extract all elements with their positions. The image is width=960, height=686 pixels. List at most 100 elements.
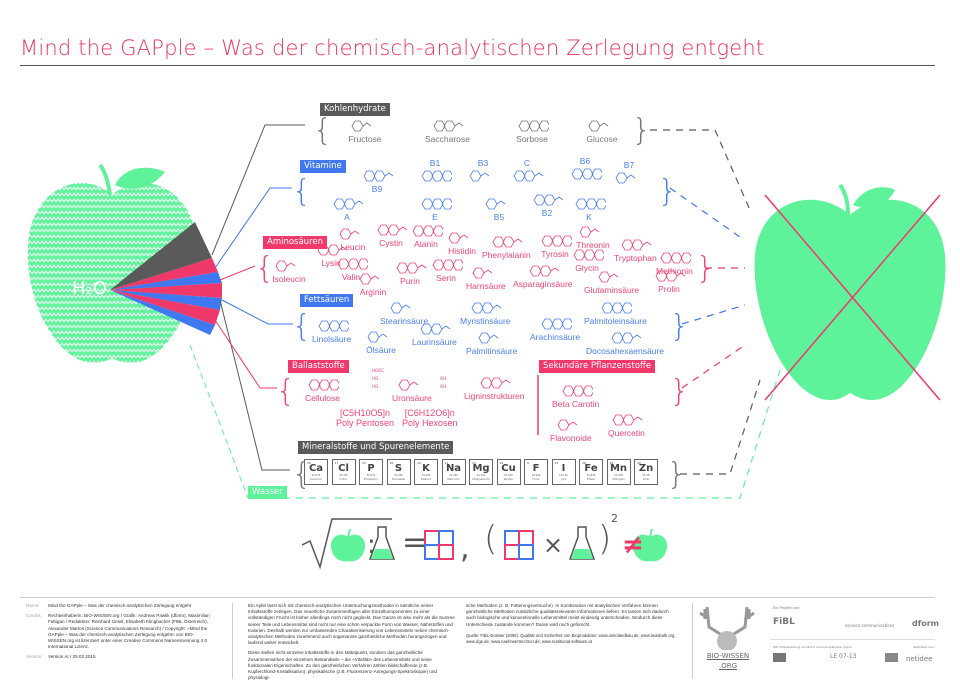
molecule-structure-icon [333,198,364,210]
molecule-structure-icon [611,332,642,344]
fat-arachinsaeure: Arachinsäure [530,316,580,342]
molecule-structure-icon [575,198,606,210]
molecule-structure-icon [612,414,643,426]
molecule-structure-icon [398,379,419,391]
amino-glycin: Glycin [570,247,604,273]
molecule-structure-icon [433,120,464,132]
footer-paragraph: sche Methoden (z. B. Fütterungsversuche)… [466,603,669,627]
molecule-label: Alanin [414,239,438,249]
category-vitamine: Vitamine [300,160,346,173]
molecule-label: Ölsäure [366,345,396,355]
amino-phenylalanin: Phenylalanin [482,234,531,260]
atomic-mass: 63.546 [504,474,513,477]
atomic-number: 16 [389,461,394,465]
bio-wissen-logo[interactable]: BIO-WISSEN .ORG [706,652,750,670]
amino-tryptophan: Tryptophan [614,237,657,263]
amino-alanin: Alanin [409,223,443,249]
molecule-structure-icon [469,170,490,182]
atomic-mass: 54.938 [614,474,623,477]
amino-prolin: Prolin [652,268,686,294]
molecule-structure-icon [421,198,452,210]
footer-source: Quelle: FiBL-Dossier (2006): Qualität un… [466,632,676,645]
fat-oelsaeure: Ölsäure [364,329,398,355]
brace-left: { [292,174,312,209]
molecule-label: Flavonoide [550,433,592,443]
open-paren: ( [484,519,498,559]
element-name: Zink [642,477,650,481]
molecule-label: K [586,212,592,222]
fiber-cellulose: Cellulose [305,377,340,403]
molecule-label: Histidin [448,246,476,256]
colon-sign: : [367,530,376,560]
molecule-structure-icon [562,385,593,397]
vitamin-b5: B5 [482,196,516,222]
molecule-structure-icon [485,198,506,210]
element-name: Kupfer [503,477,514,481]
fiber-uronsaeure: Uronsäure [392,377,432,403]
cross-icon [764,194,941,401]
molecule-structure-icon [351,120,372,132]
molecule-label: Docosahexaensäure [586,346,664,356]
molecule-structure-icon [518,120,549,132]
flask-icon [368,526,396,560]
flask-icon-2 [568,526,596,560]
fat-palmitinsaeure: Palmitinsäure [466,330,518,356]
molecule-label: Stearinsäure [380,316,429,326]
category-kohlenhydrate: Kohlenhydrate [320,103,390,116]
molecule-label: A [344,212,350,222]
element-symbol: I [561,463,566,474]
antler-logo-icon [699,606,755,650]
molecule-label: Ligninstrukturen [464,391,525,401]
atomic-mass: 65.38 [642,474,650,477]
atomic-mass: 40.078 [311,474,321,477]
fat-stearinsaeure: Stearinsäure [380,300,428,326]
molecule-label: C [523,158,531,168]
molecule-structure-icon [601,302,633,314]
vitamin-e: E [418,196,452,222]
molecule-structure-icon [533,194,564,206]
vitamin-b1: B1 [418,158,452,184]
vitamin-b7: B7 [612,160,646,186]
molecule-structure-icon [377,224,408,236]
element-name: Eisen [586,477,596,481]
atomic-mass: 30.974 [366,474,376,477]
element-name: Kalium [420,477,432,481]
molecule-structure-icon [655,270,686,282]
molecule-label: Palmitinsäure [466,346,518,356]
atomic-number: 17 [334,461,339,465]
molecule-structure-icon [480,377,511,389]
molecule-label: Quercetin [608,428,645,438]
version-label: Version: [26,654,43,660]
molecule-label: Saccharose [425,134,470,144]
uron-label-ho: HO [372,376,379,381]
molecule-structure-icon [529,265,560,277]
atomic-number: 11 [444,461,449,465]
molecule-structure-icon [660,252,692,264]
fat-docosahexaensaeure: Docosahexaensäure [586,330,664,356]
molecule-structure-icon [339,228,360,240]
molecule-label: Lysin [321,258,341,268]
molecule-label: Laurinsäure [412,337,457,347]
molecule-structure-icon [317,244,348,256]
amino-histidin: Histidin [445,230,479,256]
molecule-structure-icon [571,168,602,180]
molecule-fructose: Fructose [348,118,382,144]
amino-harnsaeure: Harnsäure [466,265,506,291]
molecule-label: Glucose [586,134,618,144]
page-title: Mind the GAPple – Was der chemisch-analy… [20,36,765,60]
fat-palmitoleinsaeure: Palmitoleinsäure [584,300,647,326]
fibl-logo: FiBL [773,617,795,627]
amino-isoleucin: Isoleucin [272,258,306,284]
molecule-label: Leucin [340,242,366,252]
uron-label-oh: OH [440,376,447,381]
diagram-graphics [27,124,946,499]
molecule-label: Threonin [576,240,610,250]
